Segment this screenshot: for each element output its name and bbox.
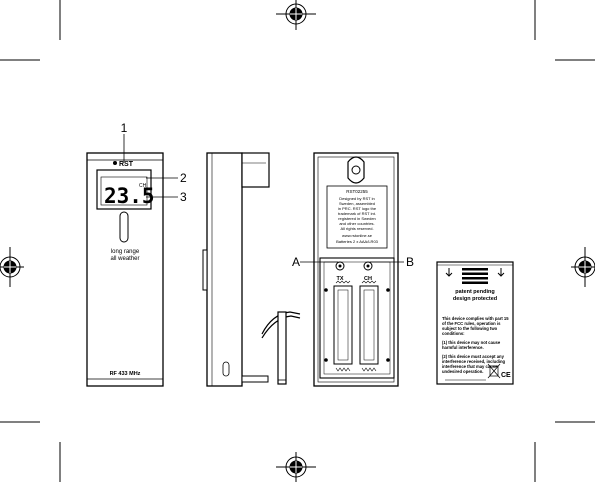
battery-1 <box>333 285 353 365</box>
svg-text:(2) this device must accept an: (2) this device must accept any <box>442 354 505 359</box>
svg-text:registered in Sweden: registered in Sweden <box>338 216 376 221</box>
svg-text:(1) this device may not cause: (1) this device may not cause <box>442 340 501 345</box>
callout-3: 3 <box>180 190 187 204</box>
svg-text:Designed by RST in: Designed by RST in <box>339 196 375 201</box>
svg-text:trademark of RST int.: trademark of RST int. <box>338 211 376 216</box>
side-view <box>202 152 270 387</box>
svg-text:interference that may cause: interference that may cause <box>442 364 498 369</box>
display-channel: CH <box>139 183 147 189</box>
front-text-line1: long range <box>111 249 140 255</box>
cover-ridges <box>462 268 488 284</box>
front-view: RST 23.5 CH long range all weather RF 43… <box>86 152 164 387</box>
arrow-down-icon <box>445 268 453 277</box>
svg-text:conditions:: conditions: <box>442 331 465 336</box>
callouts-front <box>123 134 178 198</box>
svg-text:undesired operation.: undesired operation. <box>442 369 483 374</box>
sensor-cable <box>261 311 301 385</box>
callout-1: 1 <box>121 121 128 135</box>
svg-text:subject to the following two: subject to the following two <box>442 326 498 331</box>
svg-text:interference received, includi: interference received, including <box>442 359 506 364</box>
patent-line1: patent pending <box>455 289 494 295</box>
battery-cover: patent pending design protected This dev… <box>436 261 514 385</box>
svg-text:www.rstonline.se: www.rstonline.se <box>342 233 373 238</box>
registration-mark-top <box>276 0 316 30</box>
callout-2: 2 <box>180 171 187 185</box>
battery-2 <box>359 285 379 365</box>
disposal-bin-icon <box>487 363 501 379</box>
ch-label: CH <box>364 276 372 282</box>
back-sticker <box>326 185 388 249</box>
display-value: 23.5 <box>104 184 155 208</box>
svg-text:of the FCC rules, operation is: of the FCC rules, operation is <box>442 321 501 326</box>
brand-label: RST <box>119 161 134 168</box>
svg-text:Batteries 2 x AAA/LR03: Batteries 2 x AAA/LR03 <box>336 239 379 244</box>
back-view: RST02255 Designed by RST in Sweden, asse… <box>313 152 399 387</box>
callout-b: B <box>406 255 414 269</box>
svg-text:This device complies with part: This device complies with part 15 <box>442 316 509 321</box>
registration-mark-bottom <box>276 452 316 482</box>
svg-text:and other countries.: and other countries. <box>339 221 374 226</box>
battery-compartment <box>319 257 395 379</box>
patent-line2: design protected <box>453 296 497 302</box>
svg-text:All rights reserved.: All rights reserved. <box>340 226 373 231</box>
callout-a: A <box>292 255 300 269</box>
front-text-line2: all weather <box>110 256 139 262</box>
registration-mark-right <box>571 247 595 287</box>
svg-text:Sweden, assembled: Sweden, assembled <box>339 201 375 206</box>
arrow-down-icon <box>497 268 505 277</box>
brand-logo-icon <box>113 161 117 165</box>
temperature-probe <box>277 311 287 385</box>
tx-label: TX <box>336 276 343 282</box>
front-frequency: RF 433 MHz <box>110 371 141 377</box>
sticker-id: RST02255 <box>346 189 368 194</box>
ce-mark-icon: CE <box>501 372 511 379</box>
svg-text:harmful interference.: harmful interference. <box>442 345 484 350</box>
registration-mark-left <box>0 247 24 287</box>
svg-text:in PRC. RST logo the: in PRC. RST logo the <box>338 206 377 211</box>
front-slot <box>119 211 129 243</box>
